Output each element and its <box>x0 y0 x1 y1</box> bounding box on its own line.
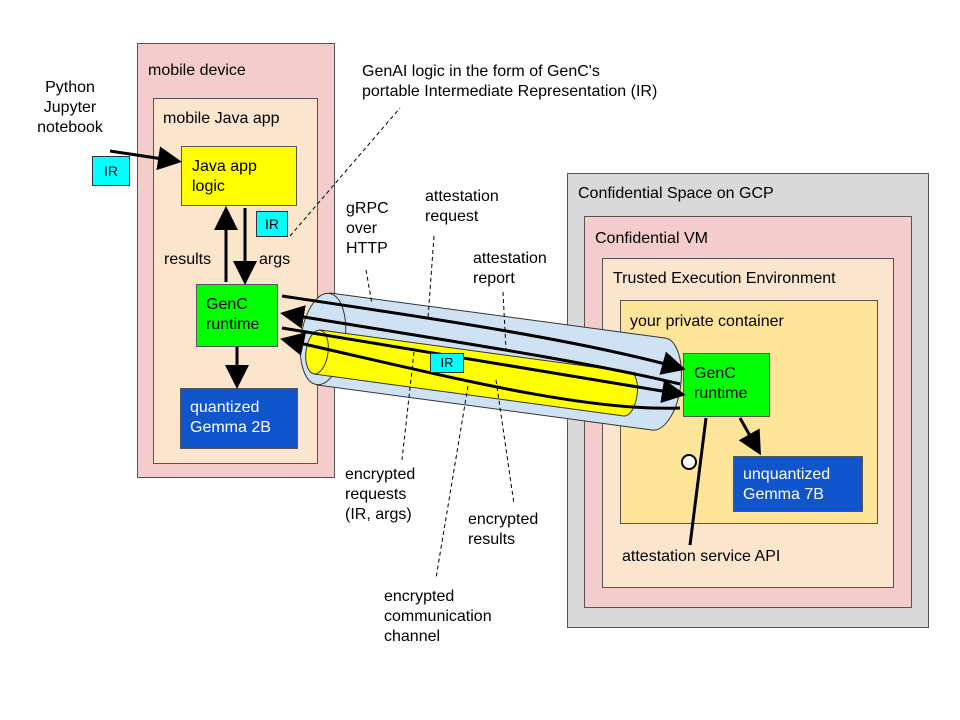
encrypted-results-label: encrypted results <box>468 511 539 548</box>
ir-tag-notebook: IR <box>92 156 130 186</box>
encrypted-requests-label: encrypted requests (IR, args) <box>345 466 416 523</box>
attestation-request-label: attestation request <box>425 188 499 225</box>
tee-title: Trusted Execution Environment <box>613 270 836 287</box>
mobile-java-app-title: mobile Java app <box>163 110 280 127</box>
mobile-device-title: mobile device <box>148 62 246 79</box>
ir-tag-app: IR <box>256 211 288 237</box>
genai-logic-label: GenAI logic in the form of GenC's portab… <box>362 63 658 100</box>
attestation-api-label: attestation service API <box>622 548 781 565</box>
runtime-to-attestation-api <box>688 417 708 546</box>
private-container-title: your private container <box>630 313 784 330</box>
attestation-request-callout <box>427 235 435 319</box>
unquantized-gemma-label: unquantized Gemma 7B <box>743 466 831 503</box>
grpc-label: gRPC over HTTP <box>346 200 389 257</box>
cloud-genc-runtime-box: GenC runtime <box>683 353 770 417</box>
quantized-gemma-box: quantized Gemma 2B <box>180 388 298 449</box>
confidential-space-title: Confidential Space on GCP <box>578 185 774 202</box>
quantized-gemma-label: quantized Gemma 2B <box>190 399 271 436</box>
unquantized-gemma-box: unquantized Gemma 7B <box>733 456 863 512</box>
cloud-genc-runtime-label: GenC runtime <box>694 365 748 402</box>
java-app-logic-box: Java app logic <box>181 146 297 206</box>
ir-tag-channel: IR <box>430 353 464 373</box>
confidential-vm-title: Confidential VM <box>595 230 708 247</box>
attestation-report-callout <box>502 291 507 351</box>
args-label: args <box>259 251 291 268</box>
attestation-report-label: attestation report <box>473 250 547 287</box>
encrypted-channel-label: encrypted communication channel <box>384 588 492 645</box>
attestation-request-line <box>281 294 686 375</box>
results-label: results <box>164 251 212 268</box>
attestation-api-port <box>681 454 697 470</box>
python-notebook-label: Python Jupyter notebook <box>37 79 103 136</box>
attestation-report-line <box>280 305 681 386</box>
encrypted-results-line <box>280 332 681 410</box>
runtime-to-gemma7b-arrow <box>738 417 761 456</box>
encrypted-channel-callout <box>435 385 469 579</box>
genai-callout-line <box>289 107 401 237</box>
java-app-logic-label: Java app logic <box>192 158 257 195</box>
mobile-genc-runtime-label: GenC runtime <box>206 296 260 333</box>
encrypted-requests-line <box>281 326 686 404</box>
notebook-to-logic-arrow <box>109 146 182 171</box>
grpc-callout-line <box>365 269 373 305</box>
